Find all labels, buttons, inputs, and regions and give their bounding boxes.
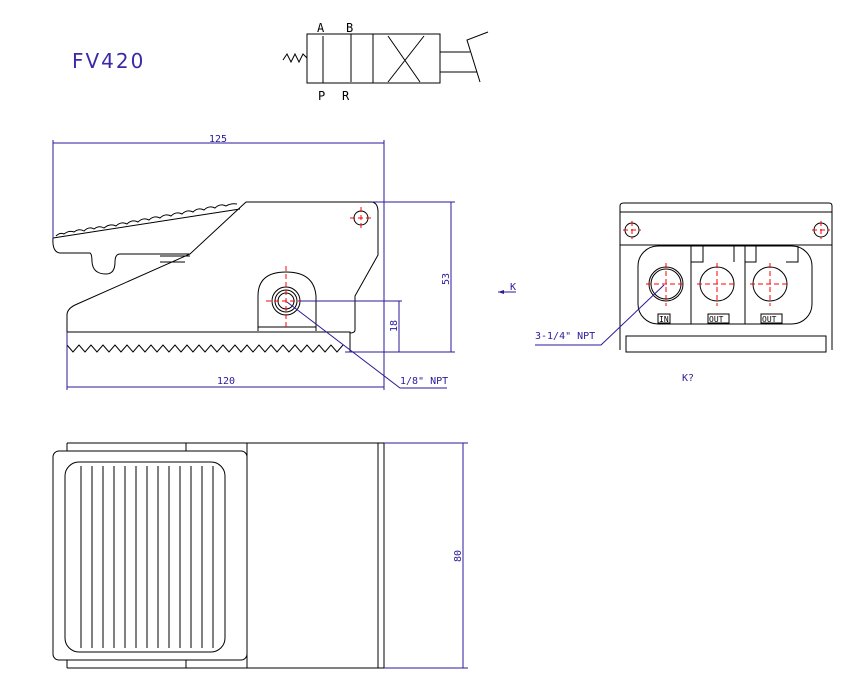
port-out-2: OUT [750,263,790,324]
spring-icon [282,52,308,64]
port-label-in: IN [659,315,669,324]
side-view: 125 120 53 18 1/8" NPT [52,134,455,390]
dim-base-length: 120 [217,376,235,387]
view-label: K? [682,373,694,384]
port-label-out-2: OUT [762,315,777,324]
view-arrow-label: K [510,282,516,293]
port-b-label: B [346,21,353,35]
port-callout-end: 3-1/4" NPT [535,331,595,342]
end-view: IN OUT OUT 3-1/4" NPT K? [535,202,833,384]
port-p-label: P [318,89,325,103]
dim-overall-length: 125 [209,134,227,145]
port-callout-side: 1/8" NPT [400,376,448,387]
port-a-label: A [317,21,325,35]
dim-port-height: 18 [389,320,400,332]
model-title: FV420 [72,49,145,73]
port-label-out-1: OUT [709,315,724,324]
dim-width: 80 [453,550,464,562]
dim-height: 53 [441,273,452,285]
pedal-actuator-icon [466,31,489,83]
valve-symbol: A B P R [282,21,489,103]
view-arrow: K [498,282,516,294]
top-view: 80 [52,442,468,669]
port-out-1: OUT [697,263,737,324]
port-in: IN [646,263,686,324]
port-r-label: R [342,89,350,103]
